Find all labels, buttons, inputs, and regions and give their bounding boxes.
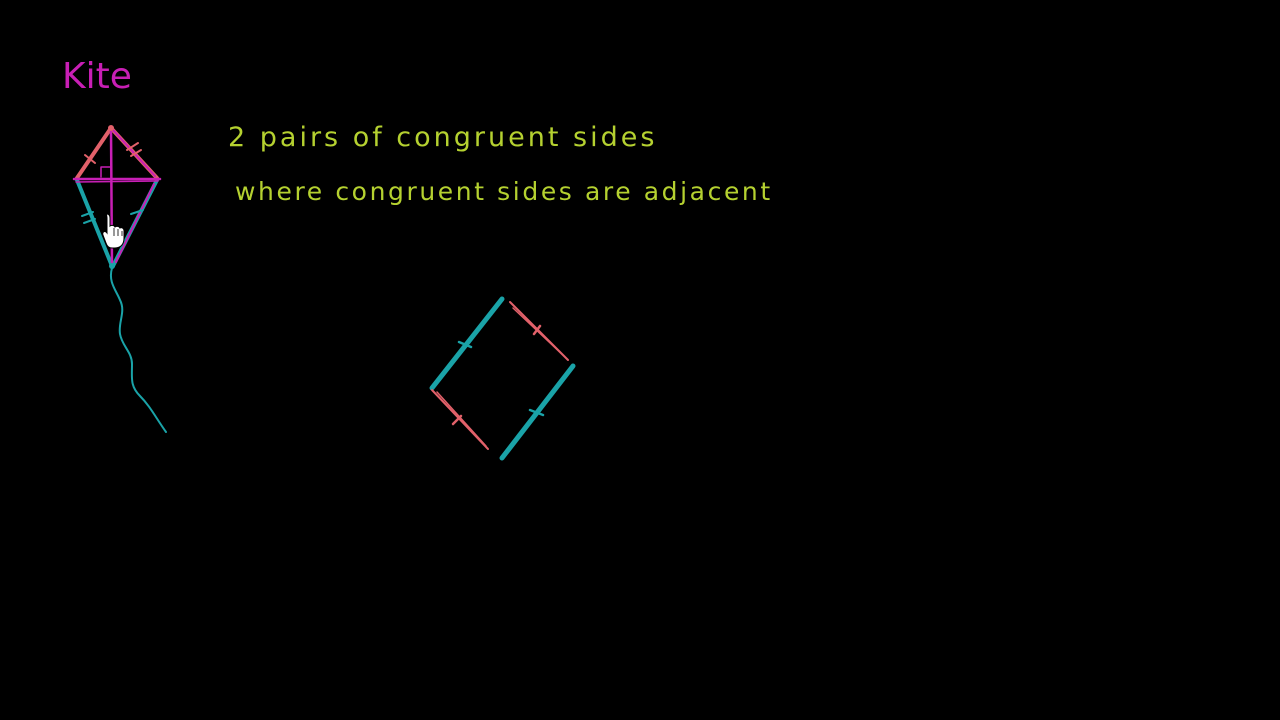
tick-bottom-left-2 <box>83 218 96 224</box>
kite-bottom-vertex <box>109 263 115 269</box>
quad-bottom-left-side <box>431 389 489 450</box>
tick-top-right-2 <box>130 149 142 157</box>
kite-drawing <box>72 125 167 433</box>
tick-top-left <box>84 154 96 164</box>
quad-tick-pink-right <box>532 324 542 336</box>
kite-tail-string <box>110 267 167 433</box>
title-kite: Kite <box>62 56 132 97</box>
kite-bottom-right-overlay <box>115 183 155 263</box>
quad-tick-teal-bottom <box>528 408 545 417</box>
quad-tick-teal-top <box>457 340 473 349</box>
quad-top-left-side-2 <box>435 302 501 383</box>
tick-bottom-right <box>130 209 144 215</box>
quad-bottom-right-side-2 <box>504 369 571 453</box>
hand-pointer-icon <box>102 213 125 249</box>
kite-top-left-side <box>75 126 113 180</box>
tick-top-right-1 <box>126 142 139 151</box>
kite-top-vertex <box>108 125 114 131</box>
text-line-2: where congruent sides are adjacent <box>235 177 773 206</box>
kite-horizontal-diagonal-2 <box>75 180 159 183</box>
text-line-1: 2 pairs of congruent sides <box>228 122 657 153</box>
quad-top-right-side-2 <box>512 307 567 359</box>
quad-tick-pink-left <box>451 414 463 426</box>
kite-bottom-left-side <box>75 178 114 268</box>
quad-bottom-left-side-2 <box>436 391 487 447</box>
quadrilateral-drawing <box>429 296 576 461</box>
right-angle-mark <box>100 166 111 178</box>
kite-top-right-overlay <box>112 129 156 177</box>
tick-bottom-left-1 <box>81 211 94 217</box>
